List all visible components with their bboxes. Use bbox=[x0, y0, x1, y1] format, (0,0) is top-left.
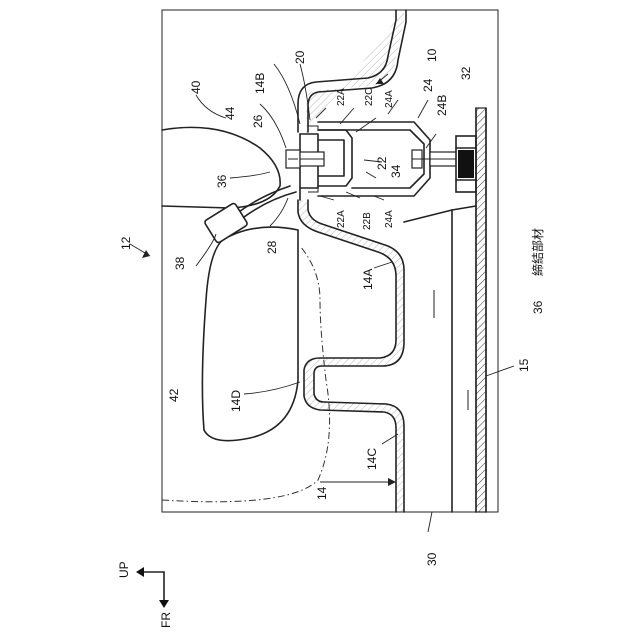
block-32 bbox=[456, 136, 476, 192]
fastener-36 bbox=[286, 150, 324, 168]
label-22C: 22C bbox=[364, 88, 375, 106]
member-30 bbox=[404, 206, 476, 512]
label-28: 28 bbox=[265, 240, 279, 254]
label-32: 32 bbox=[459, 66, 473, 80]
legend: 36 締結部材 bbox=[530, 228, 545, 314]
label-24B: 24B bbox=[435, 95, 449, 116]
label-14C: 14C bbox=[365, 448, 379, 470]
orientation-indicator: UP FR bbox=[117, 561, 173, 628]
axis-fr-label: FR bbox=[159, 612, 173, 628]
label-34: 34 bbox=[389, 164, 403, 178]
legend-text: 締結部材 bbox=[530, 228, 545, 276]
label-22A-bottom: 22A bbox=[336, 210, 347, 228]
seat-42 bbox=[162, 227, 330, 502]
label-24A-top: 24A bbox=[384, 90, 395, 108]
bracket-20 bbox=[300, 134, 318, 200]
label-24: 24 bbox=[421, 78, 435, 92]
label-26: 26 bbox=[251, 114, 265, 128]
label-20: 20 bbox=[293, 50, 307, 64]
harness-28 bbox=[204, 186, 296, 244]
reference-labels: 10 12 14 14A 14B 14C 14D 15 20 22 22A 22… bbox=[119, 48, 531, 566]
label-38: 38 bbox=[173, 256, 187, 270]
rail-15 bbox=[476, 108, 486, 512]
label-30: 30 bbox=[425, 552, 439, 566]
label-14D: 14D bbox=[229, 390, 243, 412]
label-22: 22 bbox=[375, 156, 389, 170]
fastener-34 bbox=[412, 150, 460, 168]
label-14B: 14B bbox=[253, 73, 267, 94]
front-arrow-icon bbox=[159, 600, 169, 608]
label-42: 42 bbox=[167, 388, 181, 402]
leader-lines bbox=[130, 64, 514, 532]
label-36: 36 bbox=[215, 174, 229, 188]
cushion-44 bbox=[162, 127, 280, 208]
label-12: 12 bbox=[119, 236, 133, 250]
label-44: 44 bbox=[223, 106, 237, 120]
label-40: 40 bbox=[189, 80, 203, 94]
label-24A-bottom: 24A bbox=[384, 210, 395, 228]
axis-up-label: UP bbox=[117, 561, 131, 578]
label-22A-top: 22A bbox=[336, 88, 347, 106]
label-15: 15 bbox=[517, 358, 531, 372]
up-arrow-icon bbox=[136, 567, 144, 577]
label-14: 14 bbox=[315, 486, 329, 500]
label-22B: 22B bbox=[362, 212, 373, 230]
label-14A: 14A bbox=[361, 269, 375, 290]
legend-number: 36 bbox=[531, 300, 545, 314]
floor-panel-14 bbox=[298, 10, 406, 512]
label-10: 10 bbox=[425, 48, 439, 62]
